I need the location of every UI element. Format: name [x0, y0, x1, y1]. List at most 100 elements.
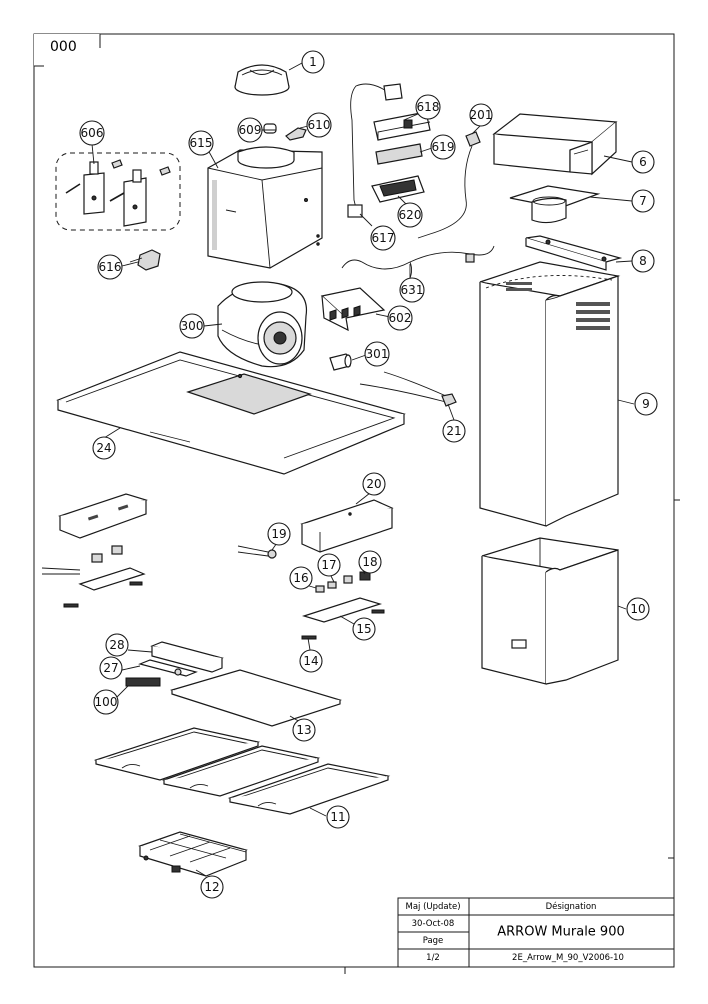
- rectangular-duct: [492, 113, 618, 176]
- callout-6: 6: [631, 150, 655, 174]
- callout-617-number: 617: [372, 231, 395, 245]
- callout-619-number: 619: [432, 140, 455, 154]
- callout-15-number: 15: [356, 622, 371, 636]
- callout-12-number: 12: [204, 880, 219, 894]
- left-lamp-parts: [41, 545, 146, 608]
- page-value: 1/2: [426, 953, 440, 963]
- callout-11-number: 11: [330, 810, 345, 824]
- callout-28: 28: [105, 633, 129, 657]
- callout-9: 9: [634, 392, 658, 416]
- callout-7-number: 7: [639, 194, 647, 208]
- cable-clip: [359, 371, 457, 407]
- callout-618-number: 618: [417, 100, 440, 114]
- callout-301-number: 301: [366, 347, 389, 361]
- callout-301: 301: [364, 341, 390, 367]
- left-light-housing: [58, 493, 148, 539]
- designation-header: Désignation: [546, 901, 597, 912]
- callout-21: 21: [442, 419, 466, 443]
- callout-615: 615: [188, 130, 214, 156]
- callout-610-number: 610: [308, 118, 331, 132]
- callout-620-number: 620: [399, 208, 422, 222]
- drawing-reference: 2E_Arrow_M_90_V2006-10: [512, 953, 624, 963]
- callout-606: 606: [79, 120, 105, 146]
- callout-617: 617: [370, 225, 396, 251]
- bracket-kit: [55, 152, 181, 231]
- callout-14-number: 14: [303, 654, 318, 668]
- callout-20: 20: [362, 472, 386, 496]
- grease-filters: [93, 727, 391, 815]
- designation-title: ARROW Murale 900: [497, 925, 625, 940]
- callout-24-number: 24: [96, 441, 111, 455]
- leader-lines: [91, 62, 635, 877]
- light-housing: [300, 499, 394, 553]
- callout-616-number: 616: [99, 260, 122, 274]
- callout-21-number: 21: [446, 424, 461, 438]
- callout-615-number: 615: [190, 136, 213, 150]
- power-cable: [347, 83, 403, 218]
- callout-606-number: 606: [81, 126, 104, 140]
- page-label: Page: [423, 936, 444, 946]
- charcoal-filter: [138, 831, 248, 877]
- outlet-flange: [509, 185, 601, 224]
- callout-27: 27: [99, 656, 123, 680]
- callout-300-number: 300: [181, 319, 204, 333]
- callout-17-number: 17: [321, 558, 336, 572]
- lamp-holders: [301, 571, 385, 640]
- callout-300: 300: [179, 313, 205, 339]
- motor-housing: [207, 146, 323, 269]
- title-block: Maj (Update) Désignation 30-Oct-08 Page …: [397, 897, 675, 968]
- callout-10-number: 10: [630, 602, 645, 616]
- control-electronics: [371, 111, 431, 203]
- callout-609: 609: [237, 117, 263, 143]
- callout-100-number: 100: [95, 695, 118, 709]
- callout-28-number: 28: [109, 638, 124, 652]
- sheet-corner-label: 000: [50, 39, 77, 55]
- callout-20-number: 20: [366, 477, 381, 491]
- cover-plate: [169, 669, 343, 727]
- callout-8-number: 8: [639, 254, 647, 268]
- support-bracket: [320, 287, 386, 332]
- callout-18-number: 18: [362, 555, 377, 569]
- air-outlet-collar: [234, 64, 290, 96]
- callout-620: 620: [397, 202, 423, 228]
- update-date: 30-Oct-08: [412, 919, 455, 929]
- callout-15: 15: [352, 617, 376, 641]
- callout-13-number: 13: [296, 723, 311, 737]
- callout-19: 19: [267, 522, 291, 546]
- callout-19-number: 19: [271, 527, 286, 541]
- mounting-strip: [525, 235, 623, 271]
- callout-9-number: 9: [642, 397, 650, 411]
- upper-chimney: [479, 261, 621, 527]
- callout-1-number: 1: [309, 55, 317, 69]
- callout-8: 8: [631, 249, 655, 273]
- callout-16-number: 16: [293, 571, 308, 585]
- fan-motor: [217, 281, 308, 368]
- callout-11: 11: [326, 805, 350, 829]
- callout-619: 619: [430, 134, 456, 160]
- update-header: Maj (Update): [405, 902, 460, 912]
- sheet-frame: [33, 33, 680, 974]
- callout-27-number: 27: [103, 661, 118, 675]
- callout-610: 610: [306, 112, 332, 138]
- callout-100: 100: [93, 689, 119, 715]
- callout-602-number: 602: [389, 311, 412, 325]
- capacitor: [329, 353, 352, 371]
- callout-602: 602: [387, 305, 413, 331]
- hood-canopy: [56, 351, 406, 475]
- callout-618: 618: [415, 94, 441, 120]
- callout-10: 10: [626, 597, 650, 621]
- callout-6-number: 6: [639, 155, 647, 169]
- callout-201: 201: [469, 103, 493, 127]
- connector-cable: [417, 131, 481, 239]
- callout-7: 7: [631, 189, 655, 213]
- callout-24: 24: [92, 436, 116, 460]
- callout-631-number: 631: [401, 283, 424, 297]
- callout-609-number: 609: [239, 123, 262, 137]
- callout-201-number: 201: [470, 108, 493, 122]
- callout-18: 18: [358, 550, 382, 574]
- rails-and-terminals: [125, 641, 224, 687]
- wiring-loom: [341, 245, 495, 283]
- lower-chimney: [481, 537, 619, 685]
- callout-17: 17: [317, 553, 341, 577]
